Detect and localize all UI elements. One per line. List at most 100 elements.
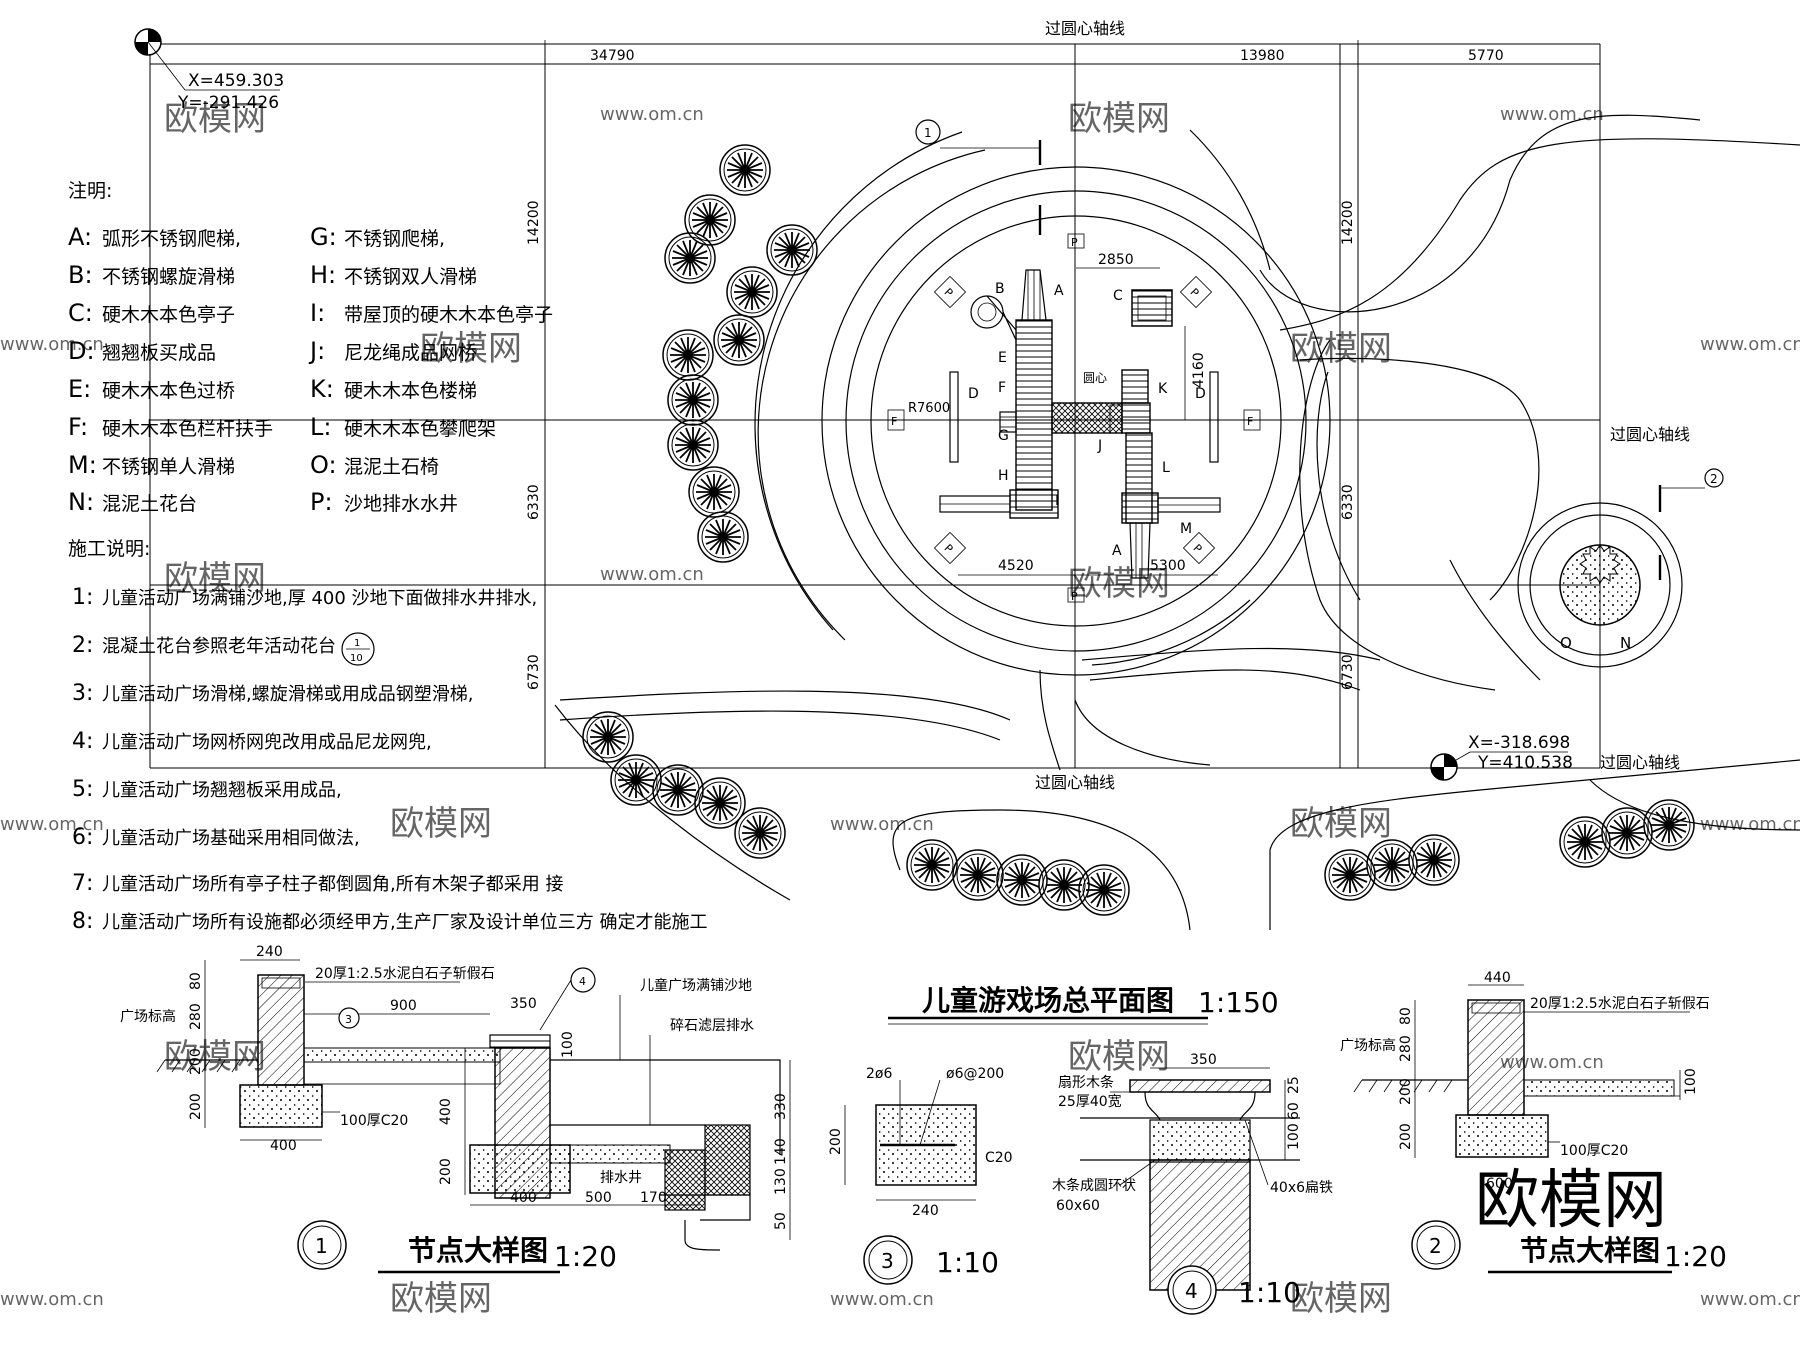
svg-text:儿童活动广场所有亭子柱子都倒圆角,所有木架子都采用 接: 儿童活动广场所有亭子柱子都倒圆角,所有木架子都采用 接 xyxy=(102,874,563,895)
svg-text:不锈钢螺旋滑梯: 不锈钢螺旋滑梯 xyxy=(102,266,235,288)
svg-text:240: 240 xyxy=(256,944,283,960)
svg-text:170: 170 xyxy=(640,1190,667,1206)
detail-1-title: 节点大样图 xyxy=(408,1234,548,1267)
svg-text:混泥土花台: 混泥土花台 xyxy=(102,493,197,515)
svg-text:P:: P: xyxy=(310,488,333,516)
svg-text:100厚C20: 100厚C20 xyxy=(1560,1143,1628,1159)
svg-text:F: F xyxy=(998,380,1006,396)
svg-text:C: C xyxy=(1113,288,1123,304)
dim-left-3: 6730 xyxy=(526,654,542,690)
svg-text:www.om.cn: www.om.cn xyxy=(1500,1052,1604,1073)
watermarks: 欧模网 www.om.cn 欧模网 www.om.cn www.om.cn 欧模… xyxy=(0,99,1800,1319)
svg-text:欧模网: 欧模网 xyxy=(1290,804,1392,844)
dim-top-3: 5770 xyxy=(1468,48,1504,64)
svg-text:硬木木本色亭子: 硬木木本色亭子 xyxy=(102,304,235,326)
svg-text:280: 280 xyxy=(1398,1035,1414,1062)
svg-text:硬木木本色栏杆扶手: 硬木木本色栏杆扶手 xyxy=(102,418,273,440)
svg-text:www.om.cn: www.om.cn xyxy=(830,1289,934,1310)
svg-text:M:: M: xyxy=(68,451,97,479)
dim-right-2: 6330 xyxy=(1340,484,1356,520)
detail-3-scale: 1:10 xyxy=(936,1246,999,1279)
svg-text:混凝土花台参照老年活动花台: 混凝土花台参照老年活动花台 xyxy=(102,636,336,657)
coord-y-top: Y=-291.426 xyxy=(177,93,279,113)
svg-text:100: 100 xyxy=(560,1031,576,1058)
watermark-brand: 欧模网 xyxy=(164,99,266,139)
svg-text:O:: O: xyxy=(310,451,337,479)
svg-text:4:: 4: xyxy=(72,729,93,754)
svg-text:P: P xyxy=(942,286,956,300)
svg-text:440: 440 xyxy=(1484,970,1511,986)
detail-1-number: 1 xyxy=(315,1234,328,1258)
svg-text:I:: I: xyxy=(310,299,325,327)
svg-text:混泥土石椅: 混泥土石椅 xyxy=(344,456,439,478)
coord-marker-top-left: X=459.303 Y=-291.426 xyxy=(134,28,284,113)
svg-text:广场标高: 广场标高 xyxy=(1340,1037,1396,1054)
svg-text:200: 200 xyxy=(188,1093,204,1120)
svg-text:P: P xyxy=(1071,590,1078,603)
svg-text:儿童活动广场网桥网兜改用成品尼龙网兜,: 儿童活动广场网桥网兜改用成品尼龙网兜, xyxy=(102,732,432,753)
site-plan: O N 2 1 P P F F P P P P xyxy=(554,114,1800,931)
svg-text:50: 50 xyxy=(773,1212,789,1230)
svg-text:尼龙绳成品网桥: 尼龙绳成品网桥 xyxy=(344,342,477,364)
detail-2-scale: 1:20 xyxy=(1664,1240,1727,1273)
svg-text:欧模网: 欧模网 xyxy=(1068,564,1170,604)
detail-1: 240 20厚1:2.5水泥白石子斩假石 广场标高 80 280 200 200… xyxy=(120,944,791,1274)
svg-text:25: 25 xyxy=(1286,1076,1302,1094)
detail-4-number: 4 xyxy=(1185,1279,1198,1303)
main-title-block: 儿童游戏场总平面图 1:150 xyxy=(888,984,1279,1025)
svg-text:碎石滤层排水: 碎石滤层排水 xyxy=(670,1018,754,1034)
svg-text:60x60: 60x60 xyxy=(1056,1198,1100,1214)
svg-text:欧模网: 欧模网 xyxy=(1068,1037,1170,1077)
detail-2-number: 2 xyxy=(1429,1234,1442,1258)
svg-text:240: 240 xyxy=(912,1203,939,1219)
plan-dim-4160: 4160 xyxy=(1191,352,1207,388)
svg-text:400: 400 xyxy=(270,1138,297,1154)
svg-text:欧模网: 欧模网 xyxy=(1068,99,1170,139)
svg-text:F: F xyxy=(1247,415,1253,428)
svg-text:350: 350 xyxy=(510,996,537,1012)
detail-3: 2ø6 ø6@200 200 240 C20 3 1:10 xyxy=(828,1066,1013,1285)
svg-text:4: 4 xyxy=(579,975,586,988)
axis-label-bottom: 过圆心轴线 xyxy=(1035,773,1115,792)
play-structure xyxy=(939,269,1221,579)
svg-text:J:: J: xyxy=(308,337,325,365)
svg-text:80: 80 xyxy=(1398,1007,1414,1025)
svg-text:A:: A: xyxy=(68,223,92,251)
detail-2: 440 20厚1:2.5水泥白石子斩假石 广场标高 80 280 200 200… xyxy=(1340,970,1727,1274)
svg-text:280: 280 xyxy=(188,1003,204,1030)
svg-text:硬木木本色楼梯: 硬木木本色楼梯 xyxy=(344,380,477,402)
svg-text:500: 500 xyxy=(585,1190,612,1206)
svg-text:F:: F: xyxy=(68,413,88,441)
svg-text:5:: 5: xyxy=(72,777,93,802)
svg-text:欧模网: 欧模网 xyxy=(164,1037,266,1077)
plan-dim-4520: 4520 xyxy=(998,558,1034,574)
svg-text:www.om.cn: www.om.cn xyxy=(1500,104,1604,125)
svg-text:8:: 8: xyxy=(72,909,93,934)
svg-text:400: 400 xyxy=(510,1190,537,1206)
svg-text:J: J xyxy=(1097,438,1102,454)
svg-text:80: 80 xyxy=(188,972,204,990)
svg-text:P: P xyxy=(942,542,956,556)
construction-title: 施工说明: xyxy=(68,538,150,560)
svg-text:400: 400 xyxy=(438,1098,454,1125)
dim-top-2: 13980 xyxy=(1240,48,1285,64)
svg-text:D: D xyxy=(1195,386,1206,402)
svg-text:6:: 6: xyxy=(72,825,93,850)
dim-right-3: 6730 xyxy=(1340,654,1356,690)
svg-text:140: 140 xyxy=(773,1138,789,1165)
notes-title: 注明: xyxy=(68,180,112,202)
svg-text:2ø6: 2ø6 xyxy=(866,1066,892,1082)
svg-text:欧模网: 欧模网 xyxy=(390,804,492,844)
svg-text:D: D xyxy=(968,386,979,402)
dim-right-1: 14200 xyxy=(1340,200,1356,245)
detail-1-scale: 1:20 xyxy=(554,1240,617,1273)
svg-text:900: 900 xyxy=(390,998,417,1014)
svg-text:B:: B: xyxy=(68,261,93,289)
coord-x-top: X=459.303 xyxy=(188,71,284,91)
trees xyxy=(582,144,1695,916)
coord-x-bottom: X=-318.698 xyxy=(1468,733,1570,753)
notes-right: G:不锈钢爬梯, H:不锈钢双人滑梯 I:带屋顶的硬木木本色亭子 J:尼龙绳成品… xyxy=(308,223,553,516)
notes-left: A:弧形不锈钢爬梯, B:不锈钢螺旋滑梯 C:硬木木本色亭子 D:翘翘板买成品 … xyxy=(68,223,273,516)
plan-center-label: 圆心 xyxy=(1083,371,1107,385)
svg-text:H: H xyxy=(998,468,1009,484)
